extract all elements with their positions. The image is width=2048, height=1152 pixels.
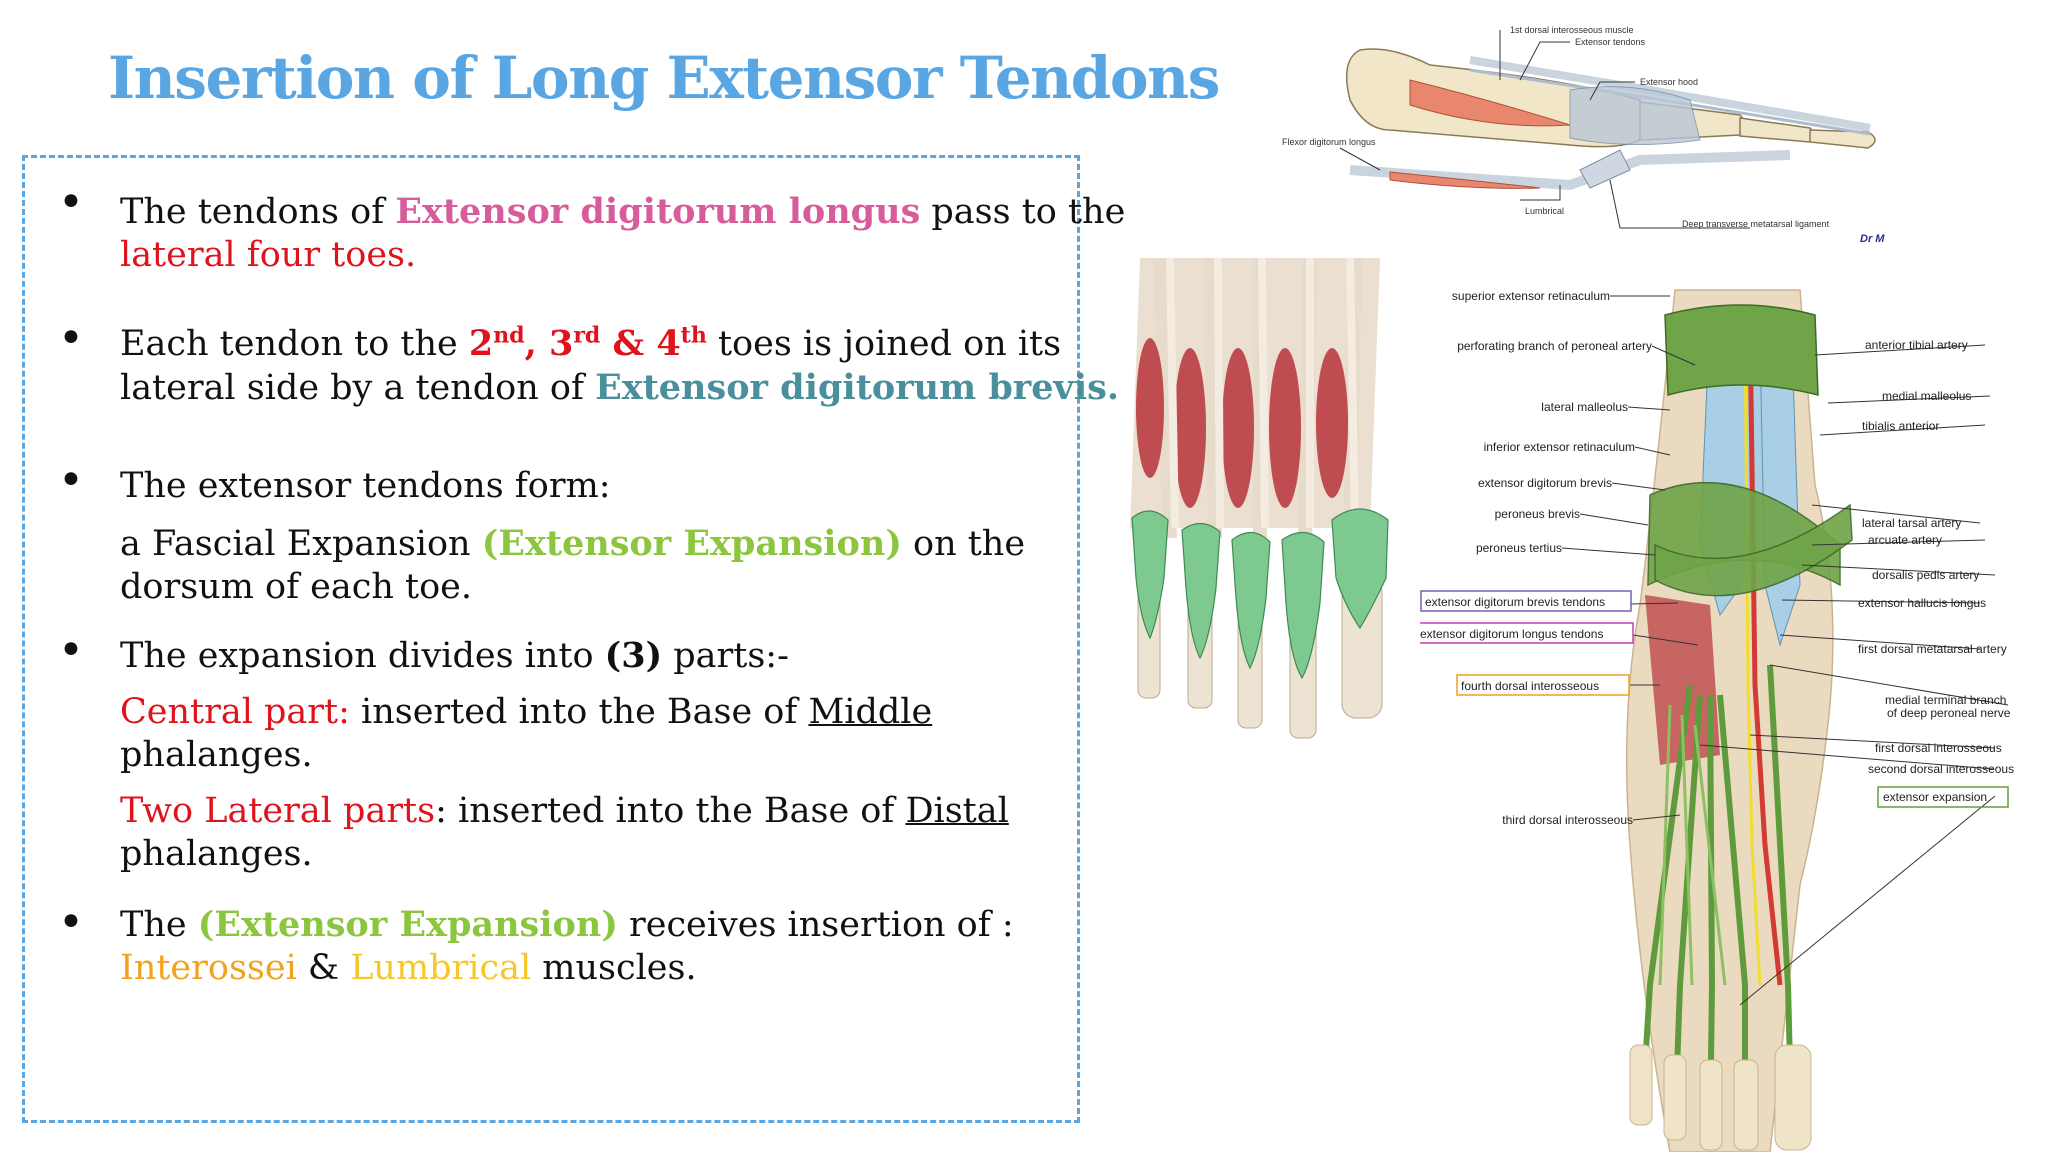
label-second-dorsal-interosseous: second dorsal interosseous [1868,762,2014,776]
text-panel [22,155,1080,1123]
box-edl-tendons [1420,622,1634,644]
label-inferior-extensor-retinaculum: inferior extensor retinaculum [1484,440,1635,454]
foot-dorsal-labeled-diagram: superior extensor retinaculum perforatin… [1420,289,2014,1152]
text: on the [901,524,1026,564]
text: The extensor tendons form: [120,466,611,506]
label-fourth-dorsal-interosseous: fourth dorsal interosseous [1461,679,1599,693]
text: phalanges. [120,834,313,874]
bullet-edl: The tendons of Extensor digitorum longus… [120,190,1125,277]
label-lateral-malleolus: lateral malleolus [1541,400,1628,414]
label-extensor-digitorum-brevis: extensor digitorum brevis [1478,476,1612,490]
label-flexor-digitorum-longus: Flexor digitorum longus [1282,137,1376,147]
label-peroneus-tertius: peroneus tertius [1476,541,1562,555]
toe-lateral-illustration: 1st dorsal interosseous muscle Extensor … [1282,25,1885,245]
term-interossei: Interossei [120,948,297,988]
text: . [1106,367,1120,408]
label-anterior-tibial-artery: anterior tibial artery [1865,338,1968,352]
signature-mark: Dr M [1860,233,1885,245]
term-two-lateral-parts: Two Lateral parts [120,791,436,831]
label-edl-tendons: extensor digitorum longus tendons [1420,627,1603,641]
label-first-dorsal-metatarsal-artery: first dorsal metatarsal artery [1858,642,2007,656]
bullet-dot: • [58,897,84,948]
term-extensor-expansion: (Extensor Expansion) [481,523,902,564]
text: : inserted into the Base of [435,791,906,831]
bullet-dot: • [58,625,84,676]
text: receives insertion of : [617,905,1014,945]
term-edl: Extensor digitorum longus [395,191,921,232]
text: dorsum of each toe. [120,567,472,607]
text: & [296,948,351,988]
text: pass to the [920,192,1126,232]
central-part: Central part: inserted into the Base of … [120,691,1080,777]
ordinal: 3 [548,323,574,364]
term-distal: Distal [905,791,1009,831]
label-peroneus-brevis: peroneus brevis [1495,507,1580,521]
label-extensor-hallucis-longus: extensor hallucis longus [1858,596,1986,610]
label-extensor-expansion: extensor expansion [1883,790,1987,804]
label-superior-extensor-retinaculum: superior extensor retinaculum [1452,289,1610,303]
bullet-expansion-detail: a Fascial Expansion (Extensor Expansion)… [120,522,1080,609]
ordinal: 2 [468,323,494,364]
label-medial-malleolus: medial malleolus [1882,389,1971,403]
ordinal-suffix: nd [493,322,525,349]
lateral-parts: Two Lateral parts: inserted into the Bas… [120,790,1080,876]
text: The [120,905,198,945]
text: & [600,323,657,364]
text: Each tendon to the [120,324,469,364]
label-1st-dorsal-interosseous: 1st dorsal interosseous muscle [1510,25,1634,35]
label-edb-tendons: extensor digitorum brevis tendons [1425,595,1605,609]
label-arcuate-artery: arcuate artery [1868,533,1942,547]
box-edb-tendons [1420,590,1632,612]
text: phalanges. [120,735,313,775]
label-extensor-hood: Extensor hood [1640,77,1698,87]
term-lumbrical: Lumbrical [350,948,532,988]
page-title: Insertion of Long Extensor Tendons [108,44,1220,112]
text: (3) [604,635,663,676]
foot-dorsal-3d-illustration [1130,258,1389,739]
box-fourth-dorsal-interosseous [1456,674,1630,696]
text: toes is joined on its [706,324,1062,364]
label-third-dorsal-interosseous: third dorsal interosseous [1502,813,1633,827]
bullet-dot: • [58,455,84,506]
label-medial-terminal-branch: medial terminal branch [1885,693,2006,707]
bullet-insertion: The (Extensor Expansion) receives insert… [120,903,1080,990]
term-edb: Extensor digitorum brevis [595,367,1107,408]
term-lateral-four-toes: lateral four toes [120,235,405,275]
text: a Fascial Expansion [120,524,482,564]
text: The tendons of [120,192,396,232]
ordinal: 4 [656,323,681,364]
label-lateral-tarsal-artery: lateral tarsal artery [1862,516,1961,530]
box-extensor-expansion [1877,786,2009,808]
text: parts:- [662,636,789,676]
term-middle: Middle [808,692,933,732]
term-central-part: Central part: [120,692,350,732]
bullet-expansion: The extensor tendons form: [120,465,1080,508]
bullet-parts: The expansion divides into (3) parts:- [120,634,1080,678]
text: , [524,323,549,364]
ordinal-suffix: rd [573,322,601,349]
text: The expansion divides into [120,636,605,676]
bullet-edb: Each tendon to the 2nd, 3rd & 4th toes i… [120,322,1119,410]
label-lumbrical: Lumbrical [1525,206,1564,216]
term-extensor-expansion: (Extensor Expansion) [197,904,618,945]
ordinal-suffix: th [680,322,707,349]
label-deep-peroneal-nerve: of deep peroneal nerve [1887,706,2011,720]
label-dorsalis-pedis-artery: dorsalis pedis artery [1872,568,1979,582]
bullet-dot: • [58,313,84,364]
text: muscles. [531,948,697,988]
label-first-dorsal-interosseous: first dorsal interosseous [1875,741,2002,755]
text: inserted into the Base of [349,692,809,732]
label-tibialis-anterior: tibialis anterior [1862,419,1939,433]
text: lateral side by a tendon of [120,368,596,408]
label-extensor-tendons: Extensor tendons [1575,37,1646,47]
label-deep-transverse-ligament: Deep transverse metatarsal ligament [1682,219,1830,229]
bullet-dot: • [58,177,84,228]
label-perforating-branch: perforating branch of peroneal artery [1457,339,1652,353]
text: . [405,235,417,275]
